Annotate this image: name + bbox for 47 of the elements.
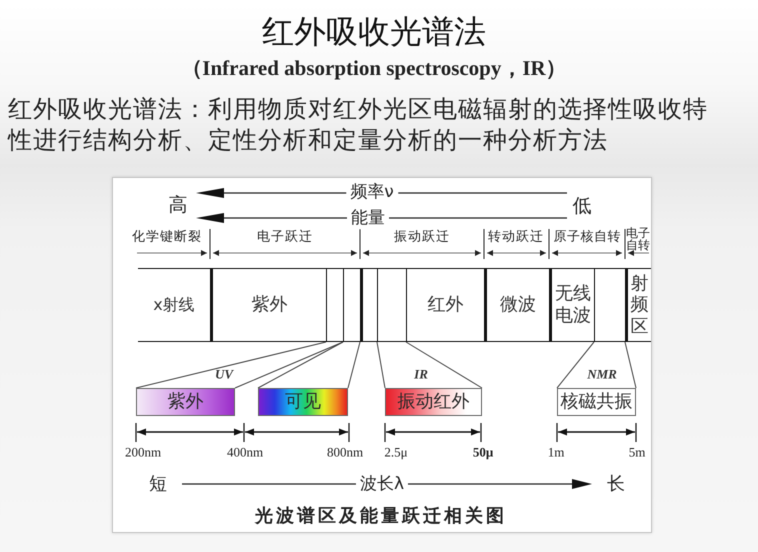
wavelength-label: 800nm	[326, 446, 364, 460]
spectrum-region	[377, 268, 406, 342]
spectrum-bar: 振动红外	[385, 388, 482, 416]
projection-line	[624, 342, 636, 388]
transition-label: 电子自转	[626, 227, 650, 251]
spectrum-bar: 可见	[258, 388, 348, 416]
projection-line	[376, 342, 386, 388]
transition-label: 化学键断裂	[132, 230, 202, 246]
scale-label: 短	[149, 474, 167, 496]
region-label: IR	[414, 368, 428, 382]
caption: 光波谱区及能量跃迁相关图	[255, 506, 507, 528]
wavelength-label: 2.5μ	[384, 446, 408, 460]
spectrum-region: 无线电波	[549, 268, 594, 342]
wavelength-label: 5m	[628, 446, 646, 460]
transition-label: 振动跃迁	[394, 230, 450, 246]
scale-label: 长	[607, 474, 625, 496]
projection-line	[234, 342, 344, 388]
spectrum-region: 红外	[406, 268, 484, 342]
spectrum-region: 微波	[484, 268, 549, 342]
spectrum-region: x射线	[138, 268, 210, 342]
subtitle: （Infrared absorption spectroscopy，IR）	[181, 56, 567, 80]
spectrum-region: 紫外	[210, 268, 326, 342]
transition-label: 电子跃迁	[257, 230, 313, 246]
projection-line	[348, 342, 360, 388]
spectrum-bar: 核磁共振	[557, 388, 636, 416]
projection-line	[258, 342, 344, 388]
transition-label: 转动跃迁	[488, 230, 544, 246]
spectrum-region	[360, 268, 377, 342]
definition-text: 红外吸收光谱法：利用物质对红外光区电磁辐射的选择性吸收特性进行结构分析、定性分析和定量分析的一种分析方法	[8, 94, 709, 156]
spectrum-region	[326, 268, 343, 342]
spectrum-region	[594, 268, 625, 342]
wavelength-label: 200nm	[124, 446, 162, 460]
projection-line	[556, 342, 594, 388]
scale-label: 高	[168, 195, 188, 217]
region-label: UV	[214, 368, 234, 382]
projection-line	[406, 342, 482, 388]
region-label: NMR	[587, 368, 617, 382]
transition-label: 原子核自转	[553, 230, 621, 246]
spectrum-region	[343, 268, 360, 342]
wavelength-label: 400nm	[226, 446, 264, 460]
wavelength-label: 1m	[548, 446, 564, 460]
title: 红外吸收光谱法	[262, 14, 486, 50]
spectrum-bar: 紫外	[136, 388, 235, 416]
spectrum-region: 射频区	[625, 268, 651, 342]
wavelength-label: 50μ	[472, 446, 494, 460]
scale-label: 低	[572, 196, 592, 218]
projection-line	[136, 342, 326, 388]
